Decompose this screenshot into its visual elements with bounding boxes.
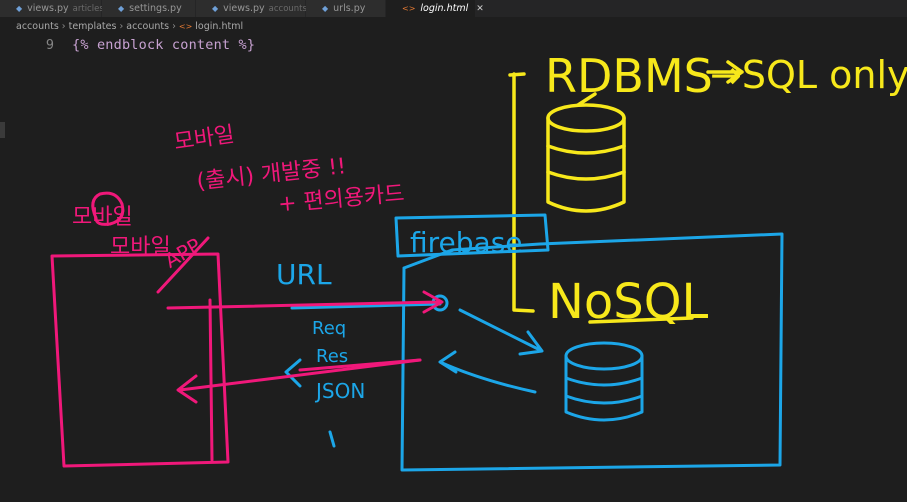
database-icon xyxy=(546,116,626,213)
python-file-icon: ◆ xyxy=(118,4,125,13)
korean-note-3: + 편의용카드 xyxy=(277,181,405,217)
tab-description: articles xyxy=(72,3,104,14)
python-file-icon: ◆ xyxy=(322,4,329,13)
tab-bar: ◆ views.py articles ◆ settings.py ◆ view… xyxy=(0,0,907,17)
korean-note-1: 모바일 xyxy=(172,122,236,155)
breadcrumb-item[interactable]: login.html xyxy=(195,20,244,32)
arrow-icon xyxy=(706,60,744,84)
tab-description: accounts xyxy=(268,3,307,14)
code-text[interactable]: {% endblock content %} xyxy=(72,37,256,53)
arrow-icon xyxy=(458,308,544,356)
json-label: JSON xyxy=(314,379,365,403)
app-divider xyxy=(208,298,214,462)
code-line[interactable]: 9 {% endblock content %} xyxy=(0,36,255,54)
tab-views-accounts[interactable]: ◆ views.py accounts xyxy=(196,0,307,17)
breadcrumb-item[interactable]: accounts xyxy=(126,20,170,32)
bracket-top xyxy=(508,72,526,77)
db-top xyxy=(564,341,644,371)
arrow-icon xyxy=(284,358,302,388)
chevron-right-icon: › xyxy=(172,20,176,32)
tab-label: login.html xyxy=(420,3,469,14)
rdbms-label: RDBMS xyxy=(545,49,713,103)
tab-label: views.py xyxy=(27,3,69,14)
python-file-icon: ◆ xyxy=(212,4,219,13)
req-label: Req xyxy=(312,318,346,339)
breadcrumb-item[interactable]: templates xyxy=(68,20,117,32)
db-tick xyxy=(576,92,597,107)
arrow-icon xyxy=(166,290,444,314)
db-band xyxy=(546,144,626,155)
python-file-icon: ◆ xyxy=(16,4,23,13)
rdbms-group xyxy=(508,60,744,313)
url-line xyxy=(290,302,442,310)
db-top xyxy=(546,103,626,133)
firebase-label: firebase xyxy=(410,226,523,259)
firebase-box xyxy=(400,232,784,472)
chevron-right-icon: › xyxy=(119,20,124,32)
firebase-group xyxy=(284,213,784,472)
tab-label: views.py xyxy=(223,3,265,14)
html-file-icon: <> xyxy=(178,21,193,31)
breadcrumb-item[interactable]: accounts xyxy=(16,20,59,32)
tab-urls[interactable]: ◆ urls.py xyxy=(306,0,386,17)
app-box xyxy=(50,252,230,468)
rdbms-bracket xyxy=(512,72,535,313)
tick-mark xyxy=(328,430,336,448)
res-line xyxy=(298,358,422,372)
nosql-database-icon xyxy=(564,354,644,422)
tab-settings[interactable]: ◆ settings.py xyxy=(102,0,196,17)
tab-login-html[interactable]: <> login.html ✕ xyxy=(386,0,484,17)
mobile-label: 모바일 xyxy=(110,235,171,260)
tab-views-articles[interactable]: ◆ views.py articles xyxy=(0,0,104,17)
url-label: URL xyxy=(276,258,332,291)
res-label: Res xyxy=(316,346,348,367)
html-file-icon: <> xyxy=(402,4,416,13)
mobile-label-top: 모바일 xyxy=(72,205,133,230)
scrollbar-marker[interactable] xyxy=(0,122,5,138)
chevron-right-icon: › xyxy=(61,20,66,32)
app-slash xyxy=(156,236,210,294)
db-band xyxy=(546,170,626,181)
mobile-app-group xyxy=(50,191,444,468)
arrow-icon xyxy=(176,358,422,404)
nosql-underline xyxy=(588,316,694,324)
tab-label: settings.py xyxy=(129,3,182,14)
sql-only-label: →SQL only xyxy=(710,53,907,97)
tab-label: urls.py xyxy=(333,3,366,14)
scribble xyxy=(91,191,125,226)
line-number: 9 xyxy=(45,37,54,53)
close-icon[interactable]: ✕ xyxy=(476,3,484,14)
db-band xyxy=(564,394,644,405)
firebase-tab xyxy=(394,213,550,258)
breadcrumb: accounts › templates › accounts › <> log… xyxy=(0,17,907,35)
db-band xyxy=(564,376,644,387)
arrow-icon xyxy=(438,350,537,394)
